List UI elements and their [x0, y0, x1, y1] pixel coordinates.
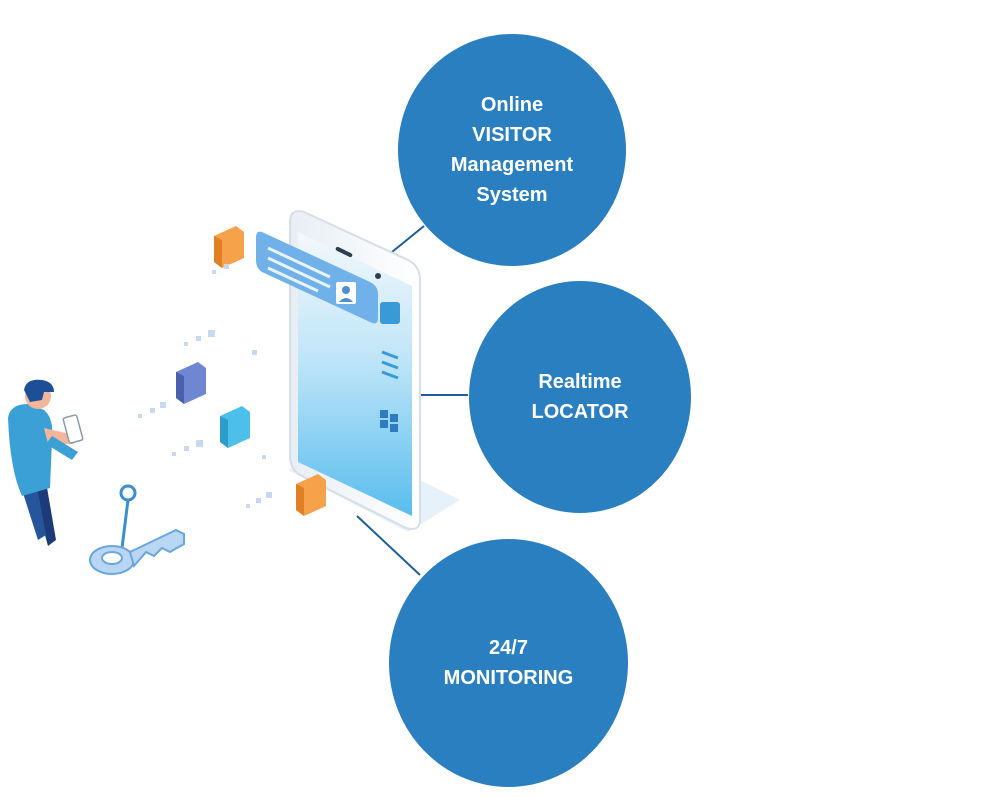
screen-grid-icon: [380, 410, 398, 432]
feature-line: 24/7: [489, 637, 528, 659]
orange-cube-top: [214, 226, 244, 268]
teal-cube: [220, 406, 250, 448]
feature-line: Realtime: [538, 371, 622, 393]
connector-lines: [356, 225, 468, 576]
feature-line: Online: [480, 94, 544, 116]
feature-circle-visitor-management: Online VISITOR Management System: [398, 34, 626, 266]
feature-label-monitoring: 24/7 MONITORING: [444, 633, 574, 693]
person-with-phone: [8, 379, 84, 546]
feature-label-realtime-locator: Realtime LOCATOR: [531, 367, 628, 427]
feature-line: Management: [450, 154, 574, 176]
screen-card-icon: [380, 302, 400, 324]
feature-line: System: [476, 184, 548, 206]
purple-cube: [176, 362, 206, 404]
feature-circle-realtime-locator: Realtime LOCATOR: [469, 281, 691, 513]
floating-cubes: [138, 226, 326, 516]
feature-line: VISITOR: [472, 124, 552, 146]
screen-list-icon: [381, 350, 399, 380]
feature-line: MONITORING: [443, 667, 574, 689]
connector-bottom: [356, 515, 421, 576]
orange-cube-bottom: [296, 474, 326, 516]
message-card: [256, 231, 378, 324]
key-icon: [89, 484, 185, 575]
feature-circle-monitoring: 24/7 MONITORING: [389, 539, 628, 787]
connector-top: [391, 225, 425, 253]
feature-line: LOCATOR: [531, 401, 629, 423]
feature-label-visitor-management: Online VISITOR Management System: [451, 90, 573, 210]
